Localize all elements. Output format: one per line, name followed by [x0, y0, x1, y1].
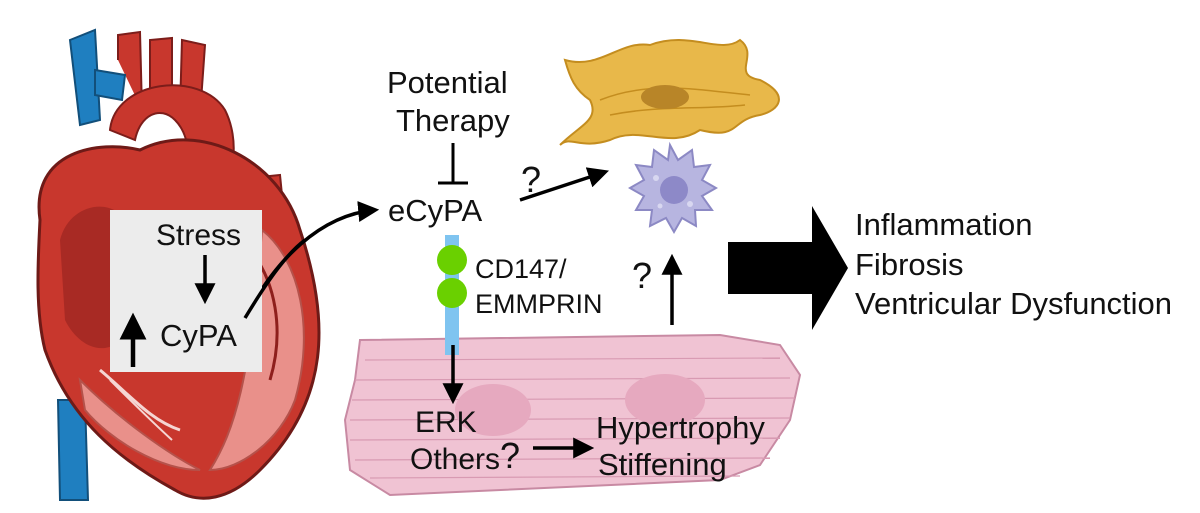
potential-therapy-label-2: Therapy	[396, 103, 510, 138]
aorta-branch-1	[117, 30, 143, 111]
cardiomyocyte-cell	[343, 333, 802, 497]
cypa-box	[110, 210, 262, 372]
immune-question-mark: ?	[632, 255, 653, 296]
stress-label: Stress	[156, 219, 242, 252]
receptor-domain-2	[437, 278, 467, 308]
outcome-fibrosis-label: Fibrosis	[855, 247, 964, 282]
potential-therapy-label-1: Potential	[387, 65, 508, 100]
others-label: Others	[410, 443, 501, 476]
outcome-ventricular-dysfunction-label: Ventricular Dysfunction	[855, 286, 1173, 321]
stiffening-label: Stiffening	[598, 447, 727, 482]
right-ventricle	[78, 377, 201, 471]
ecypa-label: eCyPA	[388, 193, 483, 228]
cypa-label: CyPA	[160, 318, 237, 353]
receptor-domain-1	[437, 245, 467, 275]
erk-label: ERK	[415, 406, 477, 439]
cells-question-mark: ?	[521, 159, 542, 200]
hypertrophy-label: Hypertrophy	[596, 410, 765, 445]
outcome-inflammation-label: Inflammation	[855, 207, 1033, 242]
secretion-arrow-start	[243, 238, 307, 319]
receptor-label-1: CD147/	[475, 254, 567, 284]
vein-branch	[94, 68, 127, 102]
others-question-mark: ?	[500, 435, 521, 476]
ecypa-to-cells-arrow	[519, 167, 609, 202]
receptor-label-2: EMMPRIN	[475, 289, 603, 319]
fibroblast-cell	[559, 38, 780, 146]
macrophage-cell	[627, 141, 719, 235]
outcome-block-arrow	[728, 206, 848, 330]
superior-vena-cava	[68, 28, 102, 127]
